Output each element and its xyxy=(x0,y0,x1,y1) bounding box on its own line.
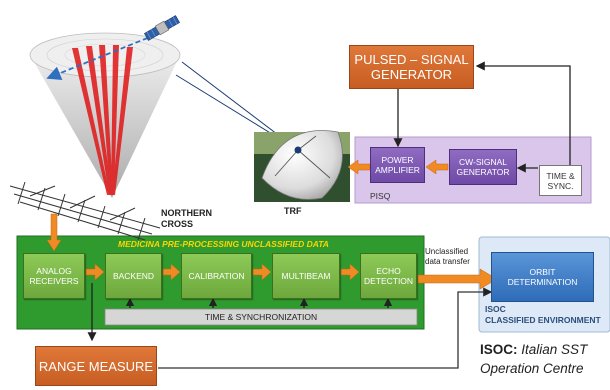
time-sync-bar-label: TIME & SYNCHRONIZATION xyxy=(204,312,318,322)
isoc-env-label: ISOC CLASSIFIED ENVIRONMENT xyxy=(485,304,601,325)
trf-dish-icon xyxy=(254,130,350,202)
isoc-caption-italic-1: Italian SST xyxy=(521,342,588,357)
arrow-cw-to-amp xyxy=(425,159,449,175)
northern-cross-antenna xyxy=(9,181,161,241)
time-sync-bar xyxy=(104,308,418,326)
isoc-caption-italic-2: Operation Centre xyxy=(480,361,584,376)
pipeline-arrows xyxy=(85,263,498,290)
pisq-label: PISQ xyxy=(370,191,391,201)
range-measure: RANGE MEASURE xyxy=(35,346,157,386)
northern-cross-label: NORTHERN CROSS xyxy=(161,208,212,229)
transfer-label: Unclassified data transfer xyxy=(425,247,470,266)
time-sync-box: TIME & SYNC. xyxy=(539,165,582,196)
isoc-caption-bold: ISOC: xyxy=(480,342,518,357)
power-amplifier: POWER AMPLIFIER xyxy=(370,147,425,183)
arrow-cross-to-receivers xyxy=(46,213,62,252)
trf-label: TRF xyxy=(284,206,302,216)
isoc-caption: ISOC: Italian SST Operation Centre xyxy=(480,340,587,378)
arrow-amp-to-trf xyxy=(347,159,371,175)
pulsed-signal-generator: PULSED – SIGNAL GENERATOR xyxy=(349,45,474,89)
backend-block: BACKEND xyxy=(105,253,162,299)
multibeam-block: MULTIBEAM xyxy=(272,253,340,299)
red-beams xyxy=(72,45,133,195)
trajectory-arrow xyxy=(46,34,156,80)
satellite-icon xyxy=(144,15,180,41)
calibration-block: CALIBRATION xyxy=(181,253,252,299)
cw-signal-generator: CW-SIGNAL GENERATOR xyxy=(449,149,517,185)
analog-receivers-block: ANALOG RECEIVERS xyxy=(23,253,85,299)
medicina-title: MEDICINA PRE-PROCESSING UNCLASSIFIED DAT… xyxy=(118,239,329,249)
orbit-determination: ORBIT DETERMINATION xyxy=(491,252,594,302)
echo-detection-block: ECHO DETECTION xyxy=(360,253,417,299)
